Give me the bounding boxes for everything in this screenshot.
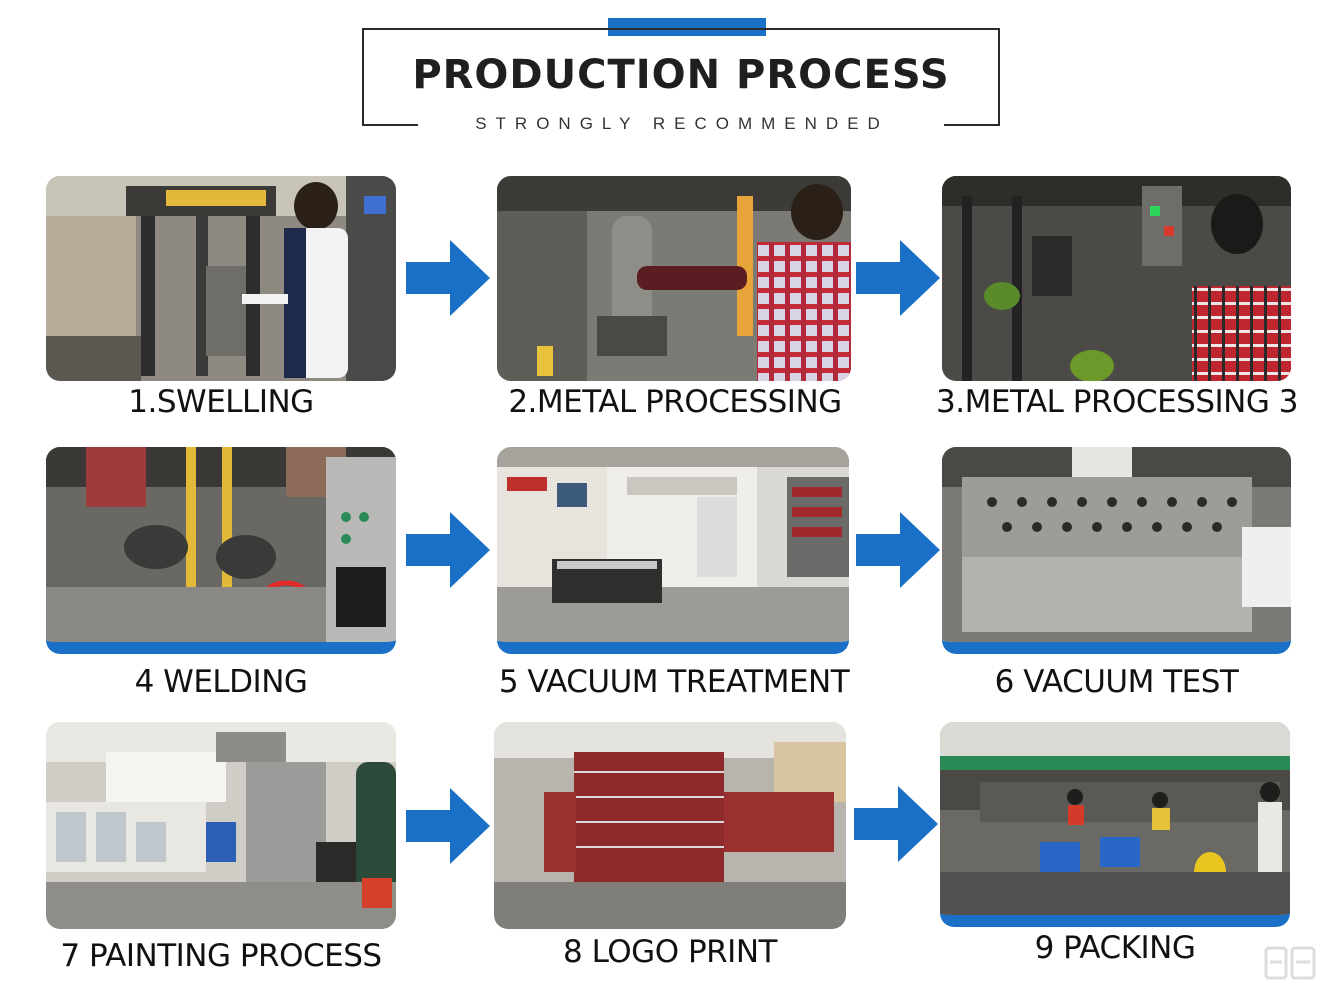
header-frame <box>362 28 1000 126</box>
photo-metal-processing-3 <box>942 176 1291 381</box>
header-frame-right-rule <box>944 124 1000 126</box>
step-label: 5 VACUUM TREATMENT <box>498 664 850 700</box>
photo-logo-print <box>494 722 846 929</box>
photo-vacuum-test <box>942 447 1291 654</box>
header-accent-bar <box>608 18 766 36</box>
arrow-right-icon <box>856 240 940 316</box>
watermark-logo-icon <box>1264 946 1316 980</box>
page-title: PRODUCTION PROCESS <box>412 52 950 98</box>
arrow-right-icon <box>406 240 490 316</box>
step-label: 2.METAL PROCESSING <box>508 384 842 420</box>
page-subtitle: STRONGLY RECOMMENDED <box>475 114 889 133</box>
photo-swelling <box>46 176 396 381</box>
arrow-right-icon <box>406 788 490 864</box>
photo-metal-processing <box>497 176 851 381</box>
arrow-right-icon <box>406 512 490 588</box>
arrow-right-icon <box>854 786 938 862</box>
step-label: 7 PAINTING PROCESS <box>60 938 382 974</box>
step-label: 9 PACKING <box>1034 930 1196 966</box>
photo-painting-process <box>46 722 396 929</box>
header-frame-left-rule <box>362 124 418 126</box>
step-label: 1.SWELLING <box>128 384 314 420</box>
step-label: 6 VACUUM TEST <box>994 664 1239 700</box>
step-label: 4 WELDING <box>134 664 308 700</box>
photo-vacuum-treatment <box>497 447 849 654</box>
step-label: 8 LOGO PRINT <box>563 934 777 970</box>
step-label: 3.METAL PROCESSING 3 <box>936 384 1298 420</box>
photo-welding <box>46 447 396 654</box>
arrow-right-icon <box>856 512 940 588</box>
photo-packing <box>940 722 1290 927</box>
